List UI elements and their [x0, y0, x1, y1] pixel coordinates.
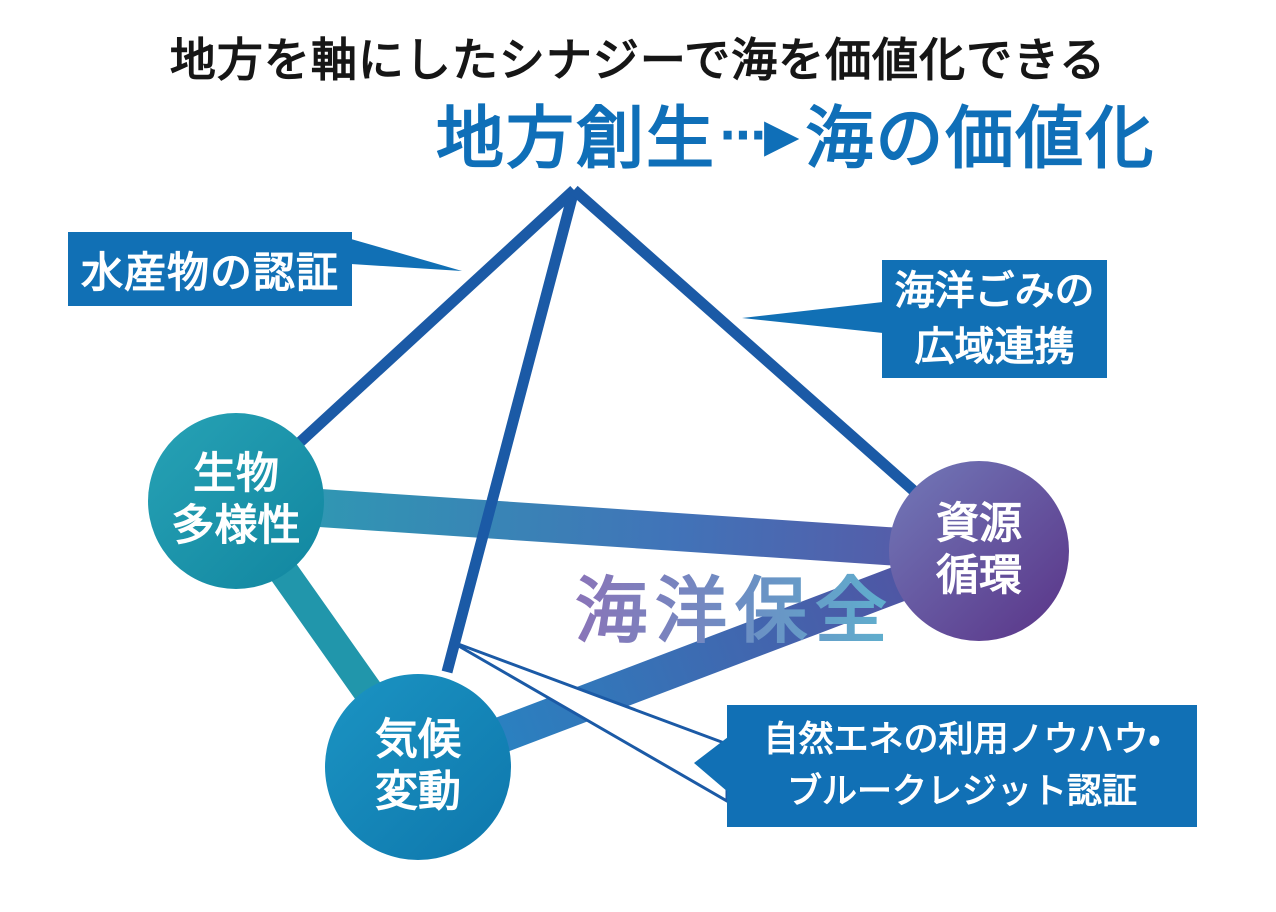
- node-climate-label: 気候 変動: [375, 716, 461, 816]
- band-biodiversity-resource: [243, 484, 977, 571]
- node-resource: 資源 循環: [889, 461, 1069, 641]
- band-climate-resource: [415, 538, 982, 782]
- pointer-marine-debris: [742, 302, 883, 333]
- node-biodiversity: 生物 多様性: [148, 413, 324, 589]
- node-resource-label: 資源 循環: [936, 500, 1022, 600]
- spoke-apex-resource: [570, 185, 918, 496]
- spoke-apex-climate: [441, 188, 580, 674]
- callout-marine-debris: 海洋ごみの 広域連携: [882, 260, 1107, 378]
- node-biodiversity-label: 生物 多様性: [171, 450, 301, 550]
- pointer-natural-energy: [694, 737, 728, 792]
- page-title: 地方を軸にしたシナジーで海を価値化できる: [169, 35, 1107, 86]
- callout-seafood-certification: 水産物の認証: [68, 232, 352, 306]
- heading: 地方創生⋯▶海の価値化: [436, 100, 1155, 178]
- callout-natural-energy: 自然エネの利用ノウハウ・ ブルークレジット認証: [727, 705, 1197, 827]
- heading-right: 海の価値化: [805, 101, 1156, 177]
- spoke-apex-biodiversity: [294, 185, 578, 449]
- heading-left: 地方創生: [436, 101, 717, 177]
- node-climate: 気候 変動: [325, 674, 511, 860]
- dotted-arrow-icon: ⋯▶: [720, 109, 799, 161]
- center-label: 海洋保全: [575, 552, 895, 657]
- pointer-seafood-certification: [351, 239, 462, 271]
- callout-seafood-label: 水産物の認証: [80, 248, 339, 296]
